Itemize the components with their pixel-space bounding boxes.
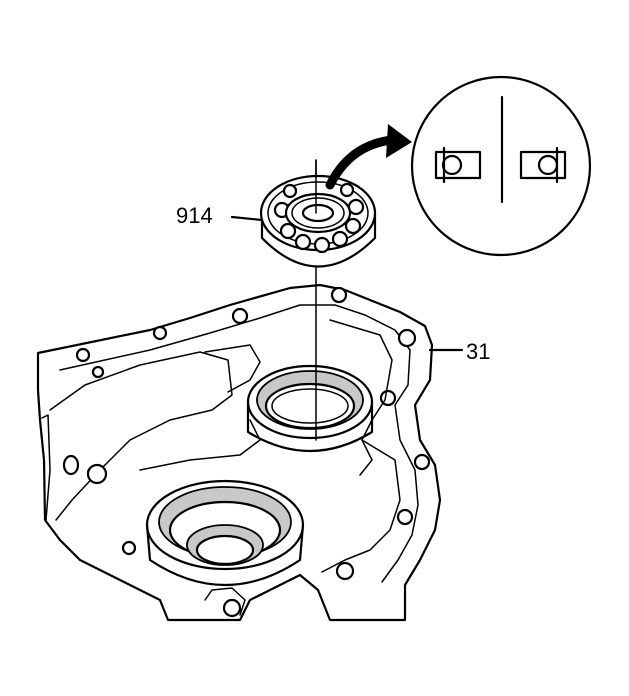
upper-bearing-bore [246,364,374,453]
case-lower-boss [222,598,242,618]
case-rib-upper [204,344,261,393]
ball-bearing [259,174,377,268]
inset-view-correct-orientation [434,146,482,184]
leader-914 [230,215,264,222]
detail-arrow [325,124,412,190]
case-lower-detail [204,587,246,616]
inset-view-reverse-orientation [519,146,567,184]
case-lug-2 [62,454,80,476]
case-lug-1 [86,463,108,485]
case-rib-lower [139,419,261,471]
bearing-balls [273,182,365,254]
case-pocket-right [329,319,393,476]
flange-bolt-holes [75,286,431,581]
orientation-detail-inset [410,75,592,257]
lower-bearing-bore [145,479,305,587]
callout-914-label: 914 [176,203,213,228]
callout-31-label: 31 [466,339,491,364]
case-rib-right [321,439,401,573]
case-edge-left-wall [41,414,51,521]
transmission-case [36,283,442,622]
